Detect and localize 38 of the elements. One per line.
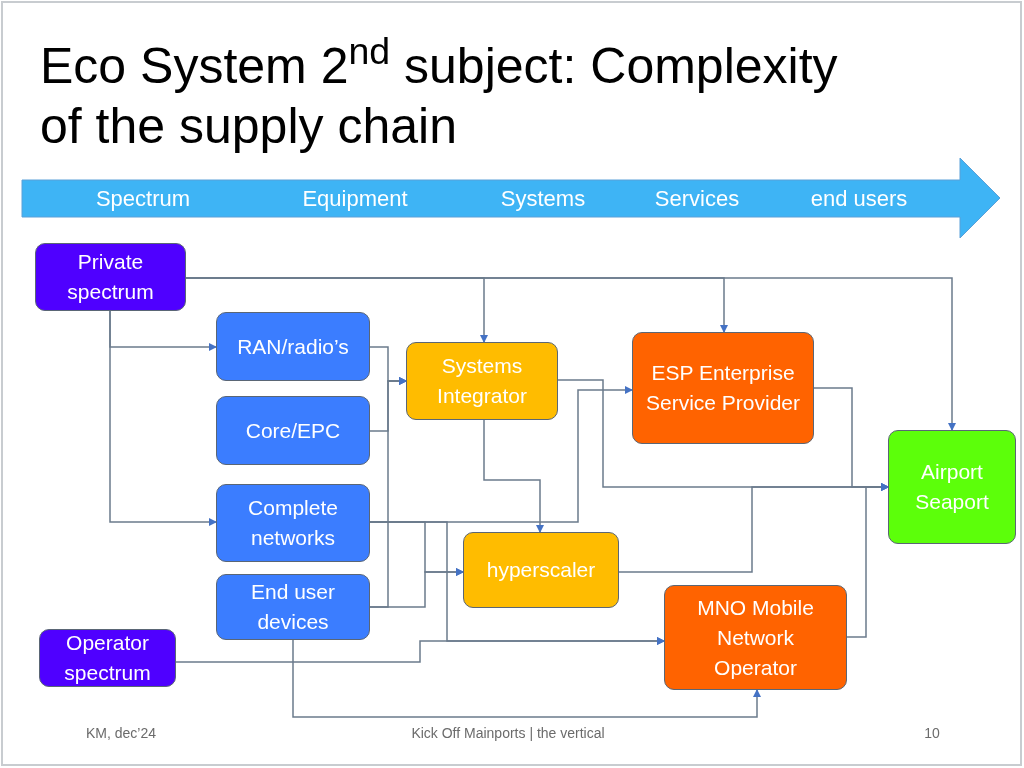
stage-label: Spectrum — [95, 184, 191, 213]
node-label: Systems Integrator — [436, 353, 528, 409]
node-label: Core/EPC — [245, 417, 341, 444]
node-label: Complete networks — [247, 495, 339, 551]
process-box — [216, 312, 370, 381]
process-box — [216, 484, 370, 562]
process-box — [406, 342, 558, 420]
process-box — [632, 332, 814, 444]
connector-arrow — [109, 310, 217, 526]
stage-label: Services — [654, 184, 740, 213]
connector-arrow — [369, 568, 464, 608]
connector-arrow — [483, 419, 544, 533]
stage-label: Equipment — [302, 184, 408, 213]
node-label: Private spectrum — [66, 249, 155, 305]
connector-arrow — [292, 639, 761, 718]
slide-title: Eco System 2$^{nd}$ subject: Complexity of the supply chain — [40, 36, 839, 156]
connector-arrow — [846, 483, 889, 638]
node-label: End user devices — [249, 579, 337, 635]
process-box — [664, 585, 847, 690]
process-box — [463, 532, 619, 608]
node-label: Operator spectrum — [63, 630, 152, 686]
process-box — [216, 396, 370, 465]
connector-arrow — [175, 637, 665, 663]
footer-text: Kick Off Mainports | the vertical — [411, 723, 605, 743]
process-box — [216, 574, 370, 640]
footer-text: KM, dec’24 — [86, 723, 156, 743]
node-label: MNO Mobile Network Operator — [696, 594, 815, 681]
process-box — [888, 430, 1016, 544]
stage-label: Systems — [500, 184, 586, 213]
node-label: ESP Enterprise Service Provider — [644, 360, 802, 416]
footer-text: 10 — [924, 723, 940, 743]
process-box — [39, 629, 176, 687]
process-box — [35, 243, 186, 311]
connector-arrow — [185, 277, 956, 431]
node-label: hyperscaler — [486, 557, 596, 583]
stage-label: end users — [810, 184, 908, 213]
node-label: RAN/radio’s — [237, 333, 349, 360]
node-label: Airport Seaport — [914, 459, 990, 515]
